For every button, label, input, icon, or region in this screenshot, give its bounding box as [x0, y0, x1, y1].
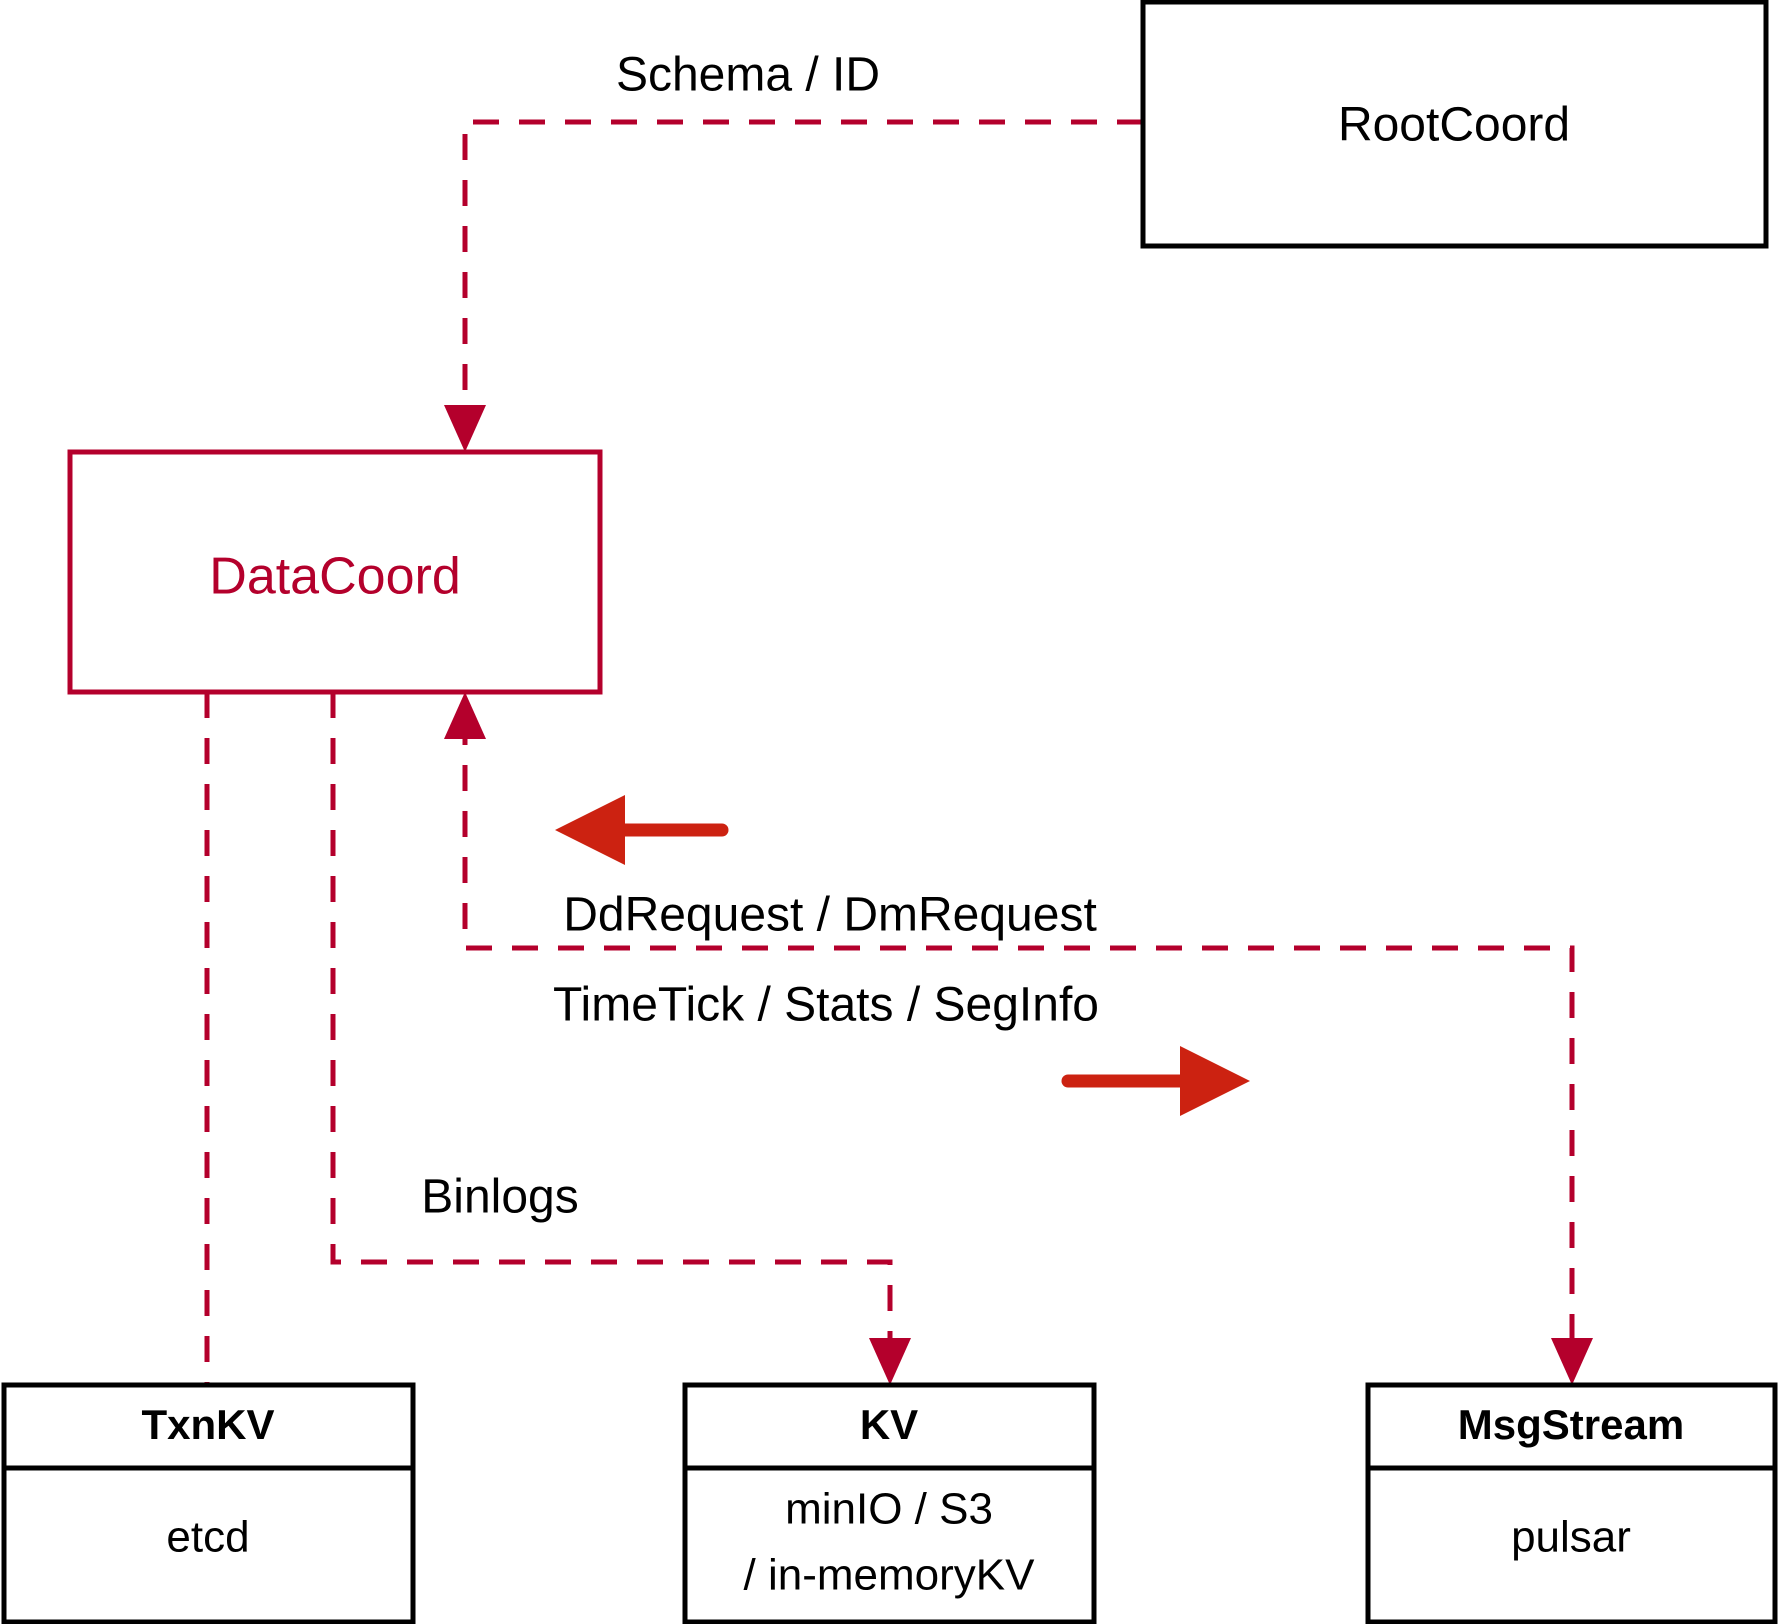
- edge-binlogs-path: [330, 692, 893, 1358]
- edge-label-timetick-stats-seginfo: TimeTick / Stats / SegInfo: [553, 979, 1099, 1032]
- edge-label-binlogs: Binlogs: [421, 1171, 578, 1224]
- node-datacoord-label: DataCoord: [209, 548, 460, 606]
- node-kv-subtitle-line1: minIO / S3: [785, 1485, 993, 1534]
- edge-binlogs-arrowhead: [869, 1338, 911, 1385]
- edge-schema-id-path: [462, 119, 1143, 425]
- edge-schema-id: [444, 119, 1143, 452]
- direction-arrow-right: [1061, 1046, 1250, 1116]
- edge-datacoord-to-msgstream-arrowhead: [1551, 1338, 1593, 1385]
- node-msgstream-box[interactable]: [1365, 1382, 1778, 1624]
- edge-schema-id-arrowhead: [444, 405, 486, 452]
- direction-arrow-right-head: [1180, 1046, 1250, 1116]
- node-kv-box[interactable]: [682, 1382, 1097, 1624]
- edge-label-schema-id: Schema / ID: [616, 49, 880, 102]
- node-kv-title: KV: [860, 1401, 918, 1448]
- direction-arrow-left-head: [555, 795, 625, 865]
- node-datacoord-box[interactable]: [67, 449, 603, 695]
- node-rootcoord-box[interactable]: [1140, 0, 1769, 249]
- edge-msgstream-to-datacoord-arrowhead: [444, 692, 486, 739]
- node-msgstream-title: MsgStream: [1458, 1401, 1684, 1448]
- node-txnkv[interactable]: TxnKV etcd: [1, 1382, 416, 1624]
- node-msgstream-subtitle: pulsar: [1511, 1513, 1631, 1562]
- node-txnkv-title: TxnKV: [141, 1401, 274, 1448]
- node-rootcoord-label: RootCoord: [1338, 99, 1570, 152]
- edge-label-dd-dm-request: DdRequest / DmRequest: [563, 889, 1097, 942]
- node-rootcoord[interactable]: RootCoord: [1140, 0, 1769, 249]
- edge-binlogs: [330, 692, 911, 1385]
- node-txnkv-box[interactable]: [1, 1382, 416, 1624]
- node-txnkv-subtitle: etcd: [166, 1513, 249, 1562]
- node-kv-subtitle-line2: / in-memoryKV: [744, 1551, 1036, 1600]
- node-datacoord[interactable]: DataCoord: [67, 449, 603, 695]
- node-kv[interactable]: KV minIO / S3 / in-memoryKV: [682, 1382, 1097, 1624]
- node-msgstream[interactable]: MsgStream pulsar: [1365, 1382, 1778, 1624]
- edge-msgstream-datacoord: [444, 692, 1593, 1385]
- edge-msgstream-datacoord-path: [462, 719, 1575, 1358]
- direction-arrow-left: [555, 795, 729, 865]
